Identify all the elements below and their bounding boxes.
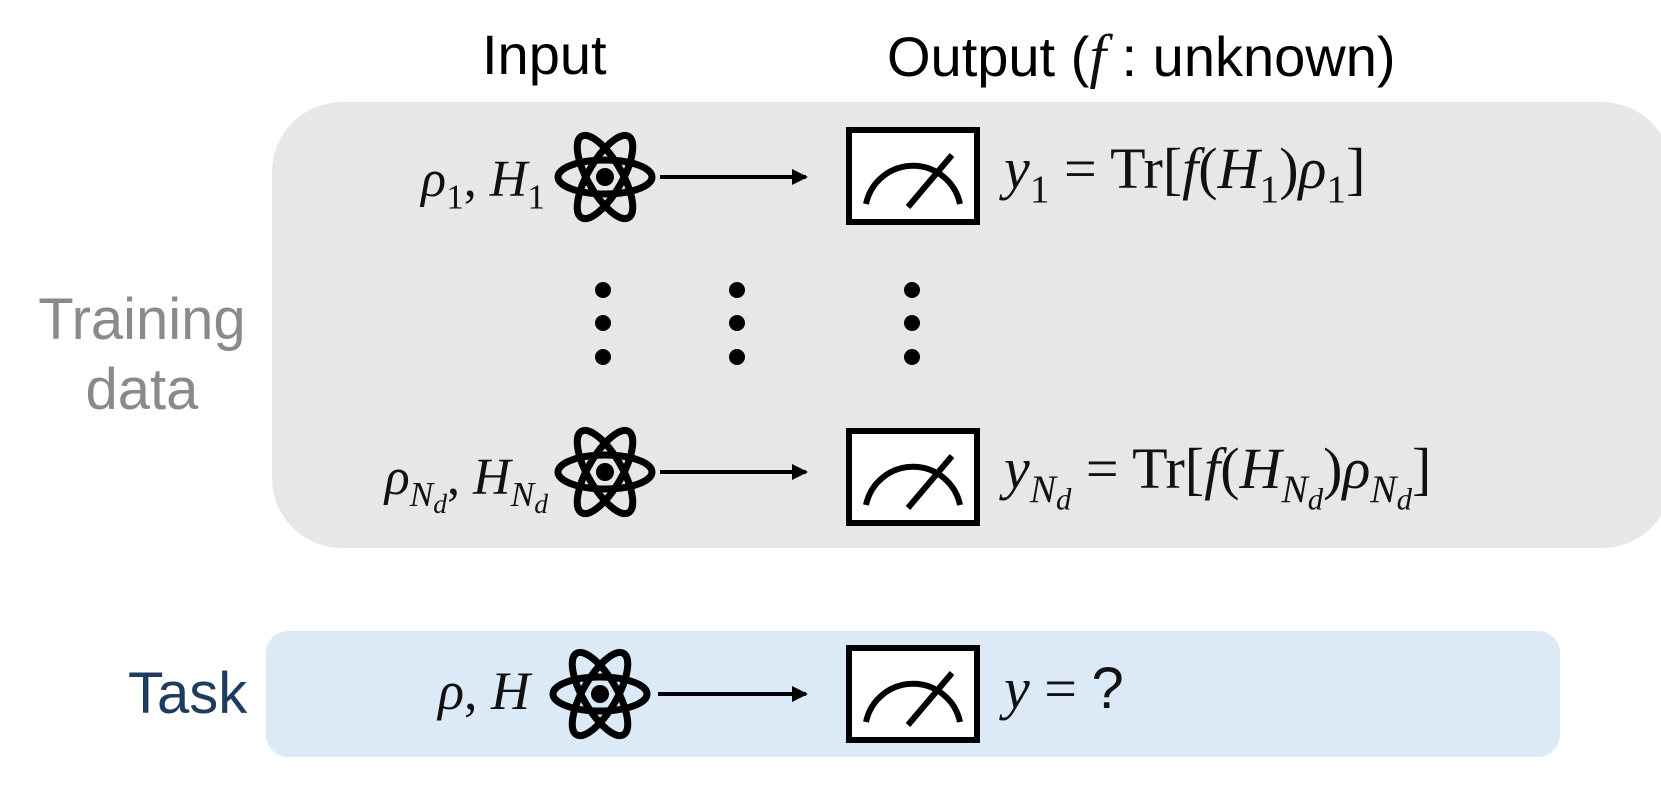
row1-atom-icon [558,128,652,226]
vertical-dots-output [904,282,920,365]
task-atom-icon [553,645,647,743]
row1-output-label: y1 = Tr[f(H1)ρ1] [1004,136,1366,211]
task-arrowhead [792,686,808,702]
task-input-label: ρ, H [438,661,530,721]
row1-meter-icon [849,130,977,222]
rowN-arrowhead [792,464,808,480]
task-meter-icon [849,648,977,740]
row1-input-label: ρ1, H1 [421,151,545,217]
rowN-meter-icon [849,431,977,523]
training-data-label: Training data [38,287,246,422]
task-label: Task [128,661,248,726]
output-header: Output (f : unknown) [887,23,1396,89]
vertical-dots-arrow [729,282,745,365]
input-header: Input [482,23,607,86]
rowN-atom-icon [558,423,652,521]
rowN-input-label: ρNd, HNd [384,449,548,520]
rowN-output-label: yNd = Tr[f(HNd)ρNd] [1004,436,1432,517]
task-output-label: y = ? [1004,656,1124,721]
row1-arrowhead [792,169,808,185]
vertical-dots-input [595,282,611,365]
